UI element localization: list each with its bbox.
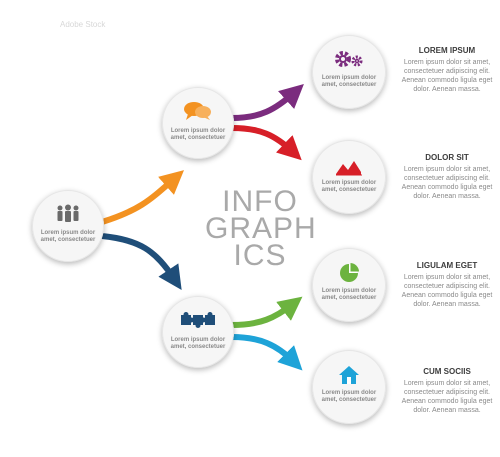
node-chart-text: Lorem ipsum dolor amet, consectetuer: [321, 180, 377, 193]
line-chart-icon: [336, 161, 362, 176]
label-body-1: Lorem ipsum dolor sit amet, consectetuer…: [401, 59, 493, 93]
label-body-3: Lorem ipsum dolor sit amet, consectetuer…: [401, 274, 493, 308]
node-home-text: Lorem ipsum dolor amet, consectetuer: [321, 390, 377, 403]
label-body-2: Lorem ipsum dolor sit amet, consectetuer…: [401, 166, 493, 200]
label-title-2: DOLOR SIT: [425, 153, 469, 162]
arrow-red: [231, 125, 302, 161]
arrow-blue: [231, 334, 303, 371]
watermark-text: Adobe Stock: [60, 20, 106, 29]
node-gears-text: Lorem ipsum dolor amet, consectetuer: [321, 75, 377, 88]
node-people-text: Lorem ipsum dolor amet, consectetuer: [40, 230, 96, 243]
node-pie-text: Lorem ipsum dolor amet, consectetuer: [321, 288, 377, 301]
arrow-green: [231, 296, 303, 328]
label-title-4: CUM SOCIIS: [423, 367, 471, 376]
node-pie: Lorem ipsum dolor amet, consectetuer: [312, 248, 386, 322]
label-title-1: LOREM IPSUM: [418, 46, 476, 55]
puzzle-icon: [181, 312, 215, 328]
node-home: Lorem ipsum dolor amet, consectetuer: [312, 350, 386, 424]
title-line-1: INFO: [222, 185, 298, 218]
node-puzzle-text: Lorem ipsum dolor amet, consectetuer: [170, 337, 226, 350]
label-body-4: Lorem ipsum dolor sit amet, consectetuer…: [401, 380, 493, 414]
node-people: Lorem ipsum dolor amet, consectetuer: [32, 190, 104, 262]
gears-icon: [335, 51, 363, 67]
node-gears: Lorem ipsum dolor amet, consectetuer: [312, 35, 386, 109]
speech-bubbles-icon: [184, 102, 211, 120]
home-icon: [339, 366, 359, 384]
arrow-navy: [101, 233, 182, 290]
arrow-orange: [101, 170, 185, 225]
people-icon: [57, 204, 79, 222]
node-speech: Lorem ipsum dolor amet, consectetuer: [162, 87, 234, 159]
title-line-2: GRAPH: [205, 212, 317, 245]
title-line-3: ICS: [233, 239, 287, 272]
node-chart: Lorem ipsum dolor amet, consectetuer: [312, 140, 386, 214]
pie-chart-icon: [340, 263, 359, 282]
node-speech-text: Lorem ipsum dolor amet, consectetuer: [170, 128, 226, 141]
arrow-purple: [231, 83, 304, 121]
node-puzzle: Lorem ipsum dolor amet, consectetuer: [162, 296, 234, 368]
label-title-3: LIGULAM EGET: [416, 261, 478, 270]
